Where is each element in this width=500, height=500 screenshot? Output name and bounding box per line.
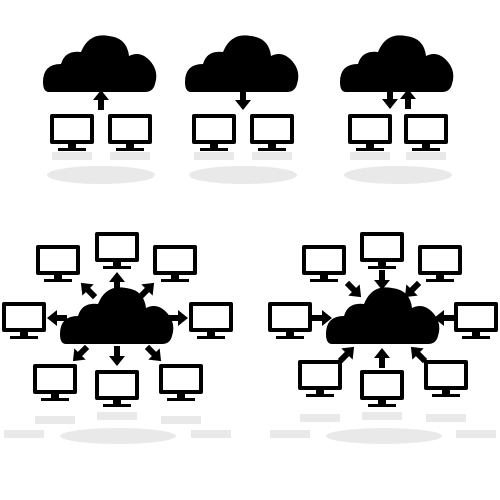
cloud-icon <box>60 287 174 344</box>
monitor-icon <box>153 245 197 282</box>
monitor-icon <box>50 114 94 151</box>
reflection <box>344 152 452 184</box>
reflection <box>189 152 297 184</box>
download-panel <box>185 35 299 184</box>
collect-panel <box>268 232 498 444</box>
monitor-icon <box>95 232 139 269</box>
monitor-icon <box>36 245 80 282</box>
reflection <box>4 412 231 444</box>
cloud-icon <box>185 35 299 92</box>
monitor-icon <box>360 370 404 407</box>
monitor-icon <box>424 360 468 397</box>
monitor-icon <box>302 245 346 282</box>
monitor-icon <box>454 302 498 339</box>
sync-panel <box>340 35 454 184</box>
monitor-icon <box>159 364 203 401</box>
monitor-icon <box>404 114 448 151</box>
arrow-icon <box>93 90 109 110</box>
arrow-icon <box>75 277 101 303</box>
arrow-icon <box>374 270 390 290</box>
cloud-icon <box>340 35 454 92</box>
monitor-icon <box>268 302 312 339</box>
arrow-icon <box>67 341 93 367</box>
reflection <box>47 152 155 184</box>
monitor-icon <box>33 364 77 401</box>
monitor-icon <box>348 114 392 151</box>
monitor-icon <box>250 114 294 151</box>
monitor-icon <box>298 360 342 397</box>
distribute-panel <box>2 232 233 444</box>
monitor-icon <box>95 370 139 407</box>
monitor-icon <box>360 232 404 269</box>
reflection <box>270 412 496 444</box>
monitor-icon <box>189 302 233 339</box>
cloud-icon <box>326 287 440 344</box>
upload-panel <box>43 35 157 184</box>
arrow-icon <box>109 346 125 366</box>
monitor-icon <box>2 302 46 339</box>
arrow-icon <box>374 348 390 368</box>
arrow-icon <box>341 277 367 303</box>
monitor-icon <box>108 114 152 151</box>
arrow-icon <box>235 90 251 110</box>
arrow-icon <box>141 341 167 367</box>
monitor-icon <box>192 114 236 151</box>
cloud-icon <box>43 35 157 92</box>
monitor-icon <box>418 245 462 282</box>
